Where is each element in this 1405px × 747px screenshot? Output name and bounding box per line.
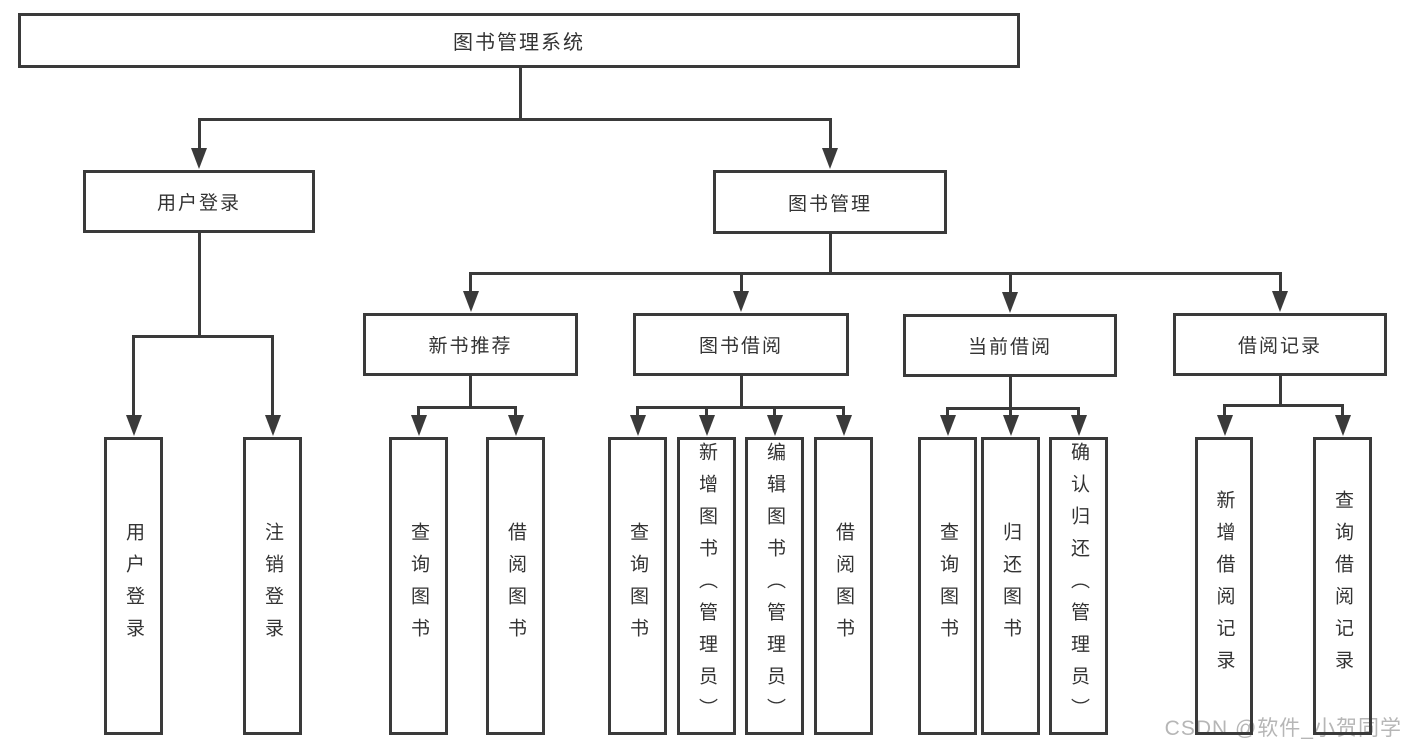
leaf-current-borrow-confirm: 确认归还（管理员） [1049, 437, 1108, 735]
leaf-book-borrow-edit: 编辑图书（管理员） [745, 437, 804, 735]
connector-line [469, 271, 1282, 275]
connector-line [132, 334, 135, 417]
connector-line [132, 334, 274, 338]
connector-arrow [1002, 415, 1019, 436]
connector-arrow [507, 415, 524, 436]
node-user-login: 用户登录 [83, 170, 315, 233]
connector-line [1341, 403, 1344, 418]
connector-arrow [822, 148, 838, 169]
connector-arrow [1272, 291, 1288, 312]
connector-line [946, 406, 949, 418]
connector-arrow [1334, 415, 1351, 436]
leaf-current-borrow-return: 归还图书 [981, 437, 1040, 735]
connector-line [828, 117, 832, 152]
connector-arrow [698, 415, 715, 436]
leaf-current-borrow-query: 查询图书 [918, 437, 977, 735]
leaf-user-login: 用户登录 [104, 437, 163, 735]
connector-line [1223, 403, 1226, 418]
connector-line [828, 233, 832, 275]
node-current-borrow: 当前借阅 [903, 314, 1117, 377]
connector-line [636, 405, 845, 409]
connector-arrow [264, 415, 281, 436]
connector-line [1278, 376, 1282, 407]
connector-line [271, 334, 274, 417]
connector-line [469, 271, 472, 293]
leaf-new-books-borrow: 借阅图书 [486, 437, 545, 735]
connector-line [469, 376, 472, 408]
connector-arrow [835, 415, 852, 436]
connector-line [197, 233, 201, 337]
connector-line [739, 376, 743, 408]
connector-line [514, 405, 517, 418]
connector-line [197, 117, 832, 121]
connector-line [1278, 271, 1282, 293]
connector-line [1008, 271, 1012, 294]
connector-arrow [125, 415, 142, 436]
node-book-borrow: 图书借阅 [633, 313, 849, 376]
connector-line [417, 405, 517, 409]
connector-line [946, 406, 1080, 410]
connector-line [417, 405, 420, 418]
connector-line [636, 405, 639, 418]
connector-arrow [1002, 292, 1018, 313]
connector-arrow [939, 415, 956, 436]
connector-line [842, 405, 845, 418]
connector-line [705, 405, 708, 418]
connector-arrow [1070, 415, 1087, 436]
connector-arrow [766, 415, 783, 436]
connector-arrow [733, 291, 749, 312]
leaf-book-borrow-add: 新增图书（管理员） [677, 437, 736, 735]
connector-arrow [410, 415, 427, 436]
leaf-borrow-records-query: 查询借阅记录 [1313, 437, 1372, 735]
connector-line [773, 405, 776, 418]
node-root: 图书管理系统 [18, 13, 1020, 68]
connector-arrow [1216, 415, 1233, 436]
connector-line [1008, 377, 1012, 409]
connector-arrow [191, 148, 207, 169]
connector-line [1077, 406, 1080, 418]
connector-line [197, 117, 201, 152]
leaf-new-books-query: 查询图书 [389, 437, 448, 735]
connector-line [1009, 406, 1012, 418]
leaf-logout: 注销登录 [243, 437, 302, 735]
connector-line [1223, 403, 1344, 407]
node-new-books: 新书推荐 [363, 313, 578, 376]
node-borrow-records: 借阅记录 [1173, 313, 1387, 376]
leaf-book-borrow-query: 查询图书 [608, 437, 667, 735]
connector-arrow [629, 415, 646, 436]
leaf-book-borrow-borrow: 借阅图书 [814, 437, 873, 735]
node-book-mgmt: 图书管理 [713, 170, 947, 234]
connector-line [518, 68, 522, 121]
connector-line [739, 271, 743, 293]
connector-arrow [462, 291, 479, 312]
leaf-borrow-records-add: 新增借阅记录 [1195, 437, 1253, 735]
